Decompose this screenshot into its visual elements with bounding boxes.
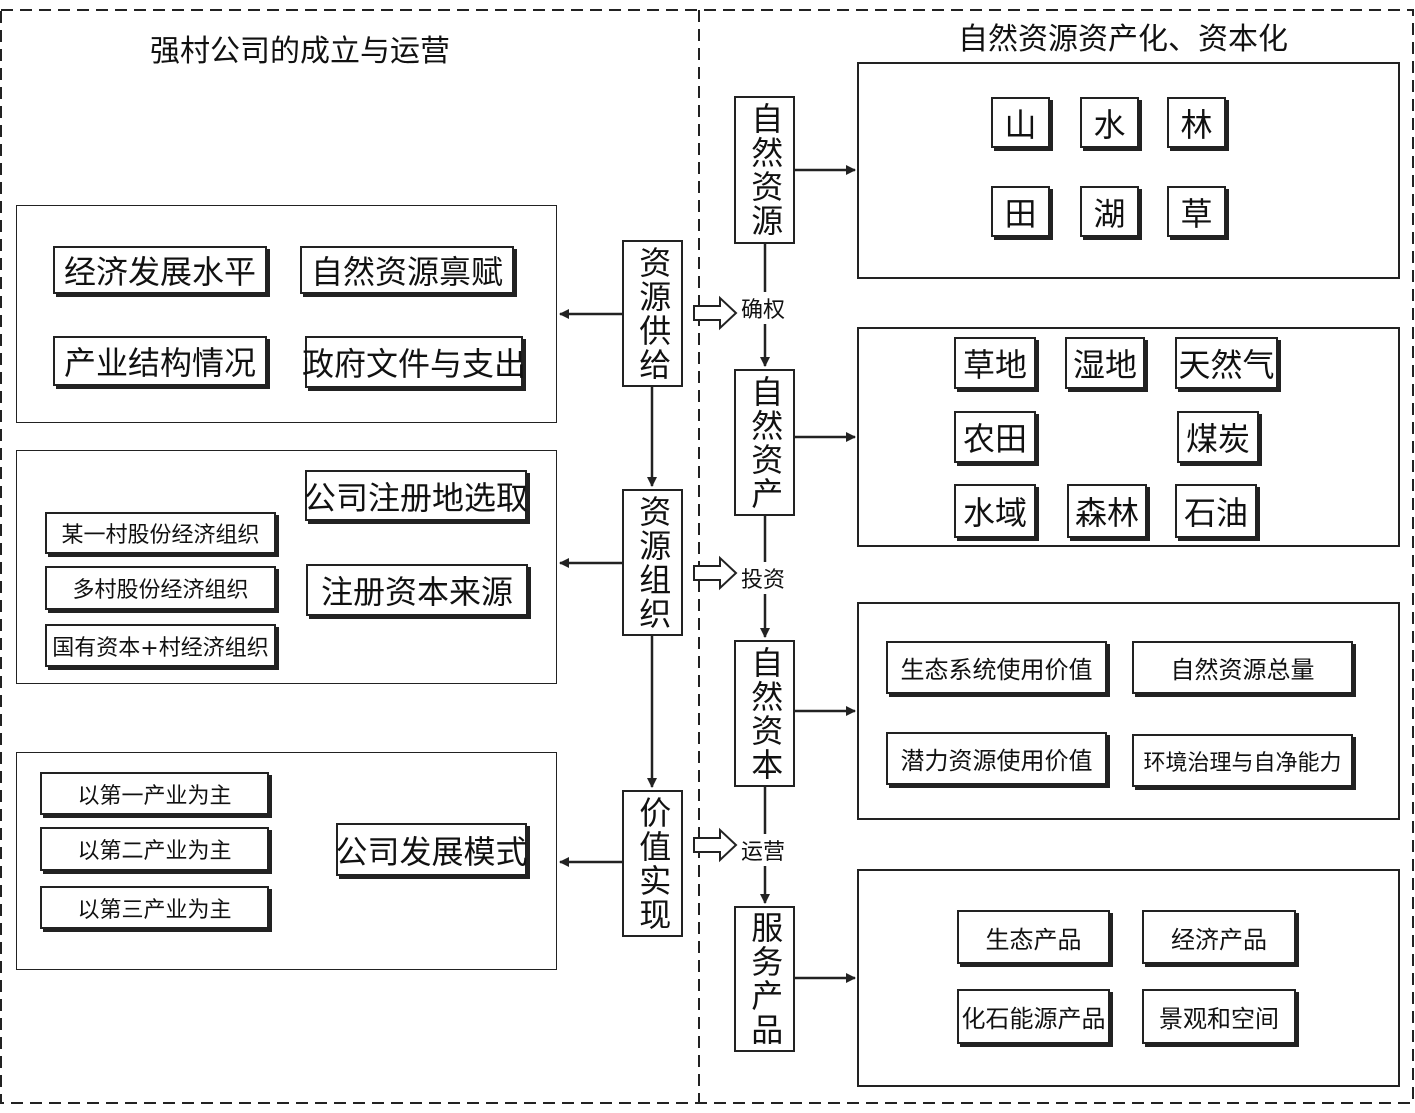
asset-forest: 森林	[1067, 484, 1147, 538]
panel-products	[857, 869, 1400, 1087]
mode-secondary: 以第二产业为主	[40, 827, 269, 871]
capital-ecosystem-value: 生态系统使用价值	[886, 641, 1107, 694]
product-fossil-energy: 化石能源产品	[957, 989, 1110, 1044]
hollow-arrow-icon	[693, 295, 738, 863]
step-resource-supply: 资源供给	[622, 240, 683, 387]
source-single-village: 某一村股份经济组织	[45, 512, 276, 554]
panel-resources	[857, 62, 1400, 279]
resource-field: 田	[991, 186, 1050, 237]
source-state-capital: 国有资本+村经济组织	[45, 624, 276, 667]
left-title: 强村公司的成立与运营	[150, 34, 450, 69]
step-resource-organization: 资源组织	[622, 489, 683, 636]
panel-resource-supply	[16, 205, 557, 423]
transition-investment: 投资	[741, 562, 786, 594]
source-multi-village: 多村股份经济组织	[45, 566, 276, 610]
transition-operation: 运营	[741, 834, 786, 866]
asset-oil: 石油	[1175, 484, 1257, 538]
stage-natural-capital: 自然资本	[734, 640, 795, 787]
resource-mountain: 山	[991, 97, 1050, 148]
product-ecological: 生态产品	[957, 910, 1110, 964]
resource-lake: 湖	[1080, 186, 1139, 237]
right-title: 自然资源资产化、资本化	[958, 22, 1288, 57]
mode-tertiary: 以第三产业为主	[40, 886, 269, 929]
capital-potential-value: 潜力资源使用价值	[886, 732, 1107, 785]
panel-capital	[857, 602, 1400, 820]
item-industrial-structure: 产业结构情况	[53, 336, 267, 386]
stage-natural-resources: 自然资源	[734, 96, 795, 244]
product-economic: 经济产品	[1142, 910, 1296, 964]
asset-farmland: 农田	[954, 411, 1036, 463]
item-government-docs: 政府文件与支出	[302, 336, 526, 388]
capital-resource-total: 自然资源总量	[1132, 641, 1353, 694]
resource-grass: 草	[1167, 186, 1226, 237]
capital-environment-capacity: 环境治理与自净能力	[1132, 734, 1353, 787]
item-resource-endowment: 自然资源禀赋	[300, 246, 514, 294]
asset-wetland: 湿地	[1065, 337, 1145, 389]
asset-grassland: 草地	[954, 337, 1036, 389]
development-mode-label: 公司发展模式	[336, 823, 528, 876]
company-site-selection: 公司注册地选取	[304, 470, 528, 521]
resource-forest: 林	[1167, 97, 1226, 148]
stage-natural-assets: 自然资产	[734, 369, 795, 516]
mode-primary: 以第一产业为主	[40, 772, 269, 815]
product-landscape-space: 景观和空间	[1142, 989, 1296, 1044]
asset-natural-gas: 天然气	[1175, 337, 1278, 389]
capital-source-label: 注册资本来源	[306, 564, 528, 616]
item-economic-level: 经济发展水平	[53, 246, 267, 294]
resource-water: 水	[1080, 97, 1139, 148]
asset-coal: 煤炭	[1177, 411, 1259, 463]
step-value-realization: 价值实现	[622, 790, 683, 937]
stage-service-products: 服务产品	[734, 906, 795, 1052]
transition-rights: 确权	[741, 292, 786, 324]
asset-water-area: 水域	[954, 484, 1036, 538]
